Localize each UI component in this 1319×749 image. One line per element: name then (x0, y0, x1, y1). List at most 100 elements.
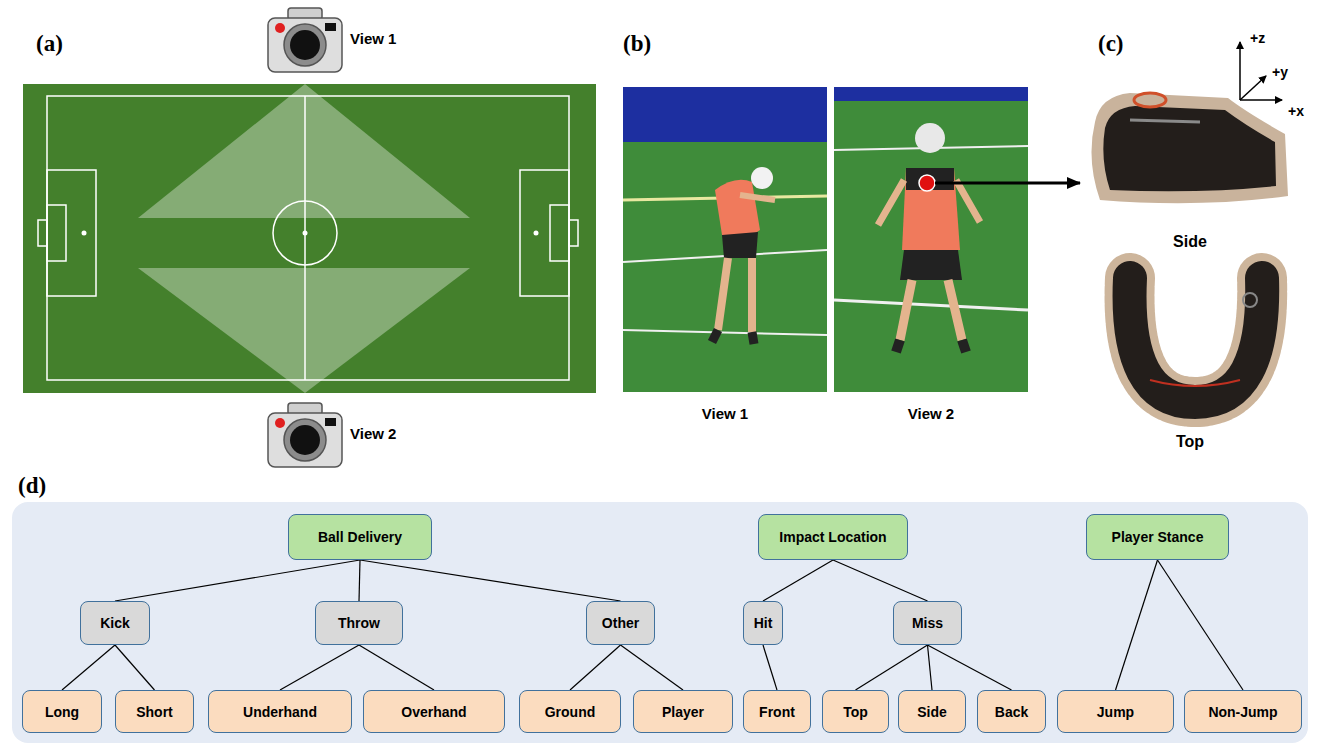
tree-connector (621, 645, 684, 690)
node-text: Front (759, 704, 795, 720)
tree-connector (1158, 560, 1244, 690)
leaf-box: Ground (519, 690, 621, 733)
leaf-box: Top (822, 690, 889, 733)
tree-connector (359, 645, 434, 690)
mouthguard-rim (1130, 278, 1263, 402)
node-text: Jump (1097, 704, 1134, 720)
camera-body (268, 18, 342, 72)
mouthguard-side (1091, 93, 1288, 203)
subcategory-box: Throw (315, 601, 403, 645)
reflection (1130, 120, 1200, 122)
node-text: Throw (338, 615, 380, 631)
tree-connector (570, 645, 621, 690)
node-text: Overhand (401, 704, 466, 720)
sensor-wire (1150, 380, 1240, 386)
player-legs (900, 280, 962, 340)
ball (751, 167, 773, 189)
camera-lens-ring (284, 419, 326, 461)
node-text: Player Stance (1112, 529, 1204, 545)
subcategory-box: Kick (80, 601, 150, 645)
leaf-box: Jump (1057, 690, 1174, 733)
node-text: Non-Jump (1208, 704, 1277, 720)
ball (915, 123, 945, 153)
player-shirt (715, 180, 760, 239)
panel-letter: (a) (36, 30, 63, 58)
category-box: Ball Delivery (288, 514, 432, 560)
subcategory-box: Hit (743, 601, 783, 645)
player-shorts (722, 232, 758, 258)
goal (38, 220, 47, 246)
category-box: Player Stance (1086, 514, 1229, 560)
camera-lens-ring (284, 24, 326, 66)
camera-lens (290, 425, 320, 455)
photo-wall (623, 87, 827, 142)
field-ground (23, 84, 596, 393)
photo-grass (623, 87, 827, 392)
x-axis (1240, 99, 1282, 101)
tree-connector (763, 645, 777, 690)
tree-connector (1116, 560, 1158, 690)
leaf-box: Player (633, 690, 733, 733)
player-legs (718, 258, 752, 332)
node-text: Miss (912, 615, 943, 631)
penalty-spot (534, 231, 539, 236)
camera-view-cone (138, 268, 470, 393)
node-text: Hit (754, 615, 773, 631)
sensor-wire (1134, 93, 1166, 107)
camera-label: View 1 (350, 30, 396, 48)
node-text: Ground (545, 704, 596, 720)
tree-connector (359, 560, 360, 601)
tree-connector (833, 560, 928, 601)
leaf-box: Long (22, 690, 102, 733)
photo-view-1 (623, 87, 827, 392)
photo-view-2 (834, 87, 1080, 392)
leaf-box: Non-Jump (1184, 690, 1302, 733)
photo-caption: View 1 (702, 405, 748, 423)
record-dot (275, 418, 285, 428)
leaf-box: Overhand (363, 690, 505, 733)
player-collar (906, 168, 954, 190)
center-spot (303, 231, 308, 236)
turf-line (834, 300, 1028, 310)
node-text: Short (136, 704, 173, 720)
tree-panel (12, 502, 1308, 743)
player-shoes (896, 340, 966, 352)
node-text: Top (843, 704, 868, 720)
tree-connector (763, 560, 833, 601)
turf-line (623, 330, 827, 335)
camera-label: View 2 (350, 425, 396, 443)
leaf-box: Underhand (208, 690, 352, 733)
player-arm (740, 195, 775, 200)
node-text: Kick (100, 615, 130, 631)
node-text: Side (917, 704, 947, 720)
viewfinder (325, 23, 336, 31)
tree-connector (856, 645, 928, 690)
tree-connector (115, 560, 360, 601)
tree-connector (280, 645, 359, 690)
tree-connector (928, 645, 933, 690)
node-text: Ball Delivery (318, 529, 402, 545)
panel-letter: (c) (1098, 30, 1124, 58)
photo-caption: View 2 (908, 405, 954, 423)
mouthguard-electronics (1103, 106, 1276, 191)
penalty-box (520, 170, 569, 296)
leaf-box: Short (115, 690, 194, 733)
axis-label: +x (1288, 103, 1304, 120)
viewfinder (325, 418, 336, 426)
view-caption: Top (1176, 432, 1204, 451)
goal-area (550, 205, 569, 261)
goal-area (47, 205, 66, 261)
photo-grass (834, 87, 1028, 392)
leaf-box: Side (898, 690, 966, 733)
player-shorts (900, 250, 962, 280)
panel-letter: (b) (623, 30, 651, 58)
record-dot (275, 23, 285, 33)
tree-connector (360, 560, 621, 601)
node-text: Player (662, 704, 704, 720)
tree-connector (928, 645, 1012, 690)
tree-connector (115, 645, 155, 690)
subcategory-box: Other (586, 601, 655, 645)
penalty-spot (82, 231, 87, 236)
soccer-field (23, 84, 596, 393)
